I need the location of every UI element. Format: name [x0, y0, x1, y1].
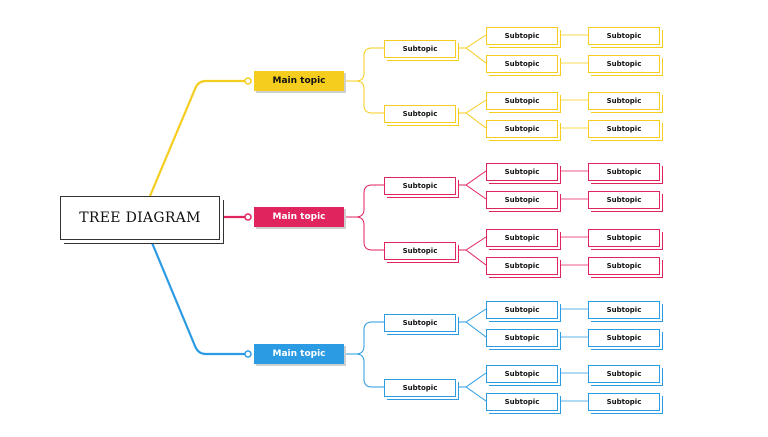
subtopic: Subtopic	[486, 120, 558, 138]
leaf-subtopic: Subtopic	[588, 329, 660, 347]
leaf-subtopic: Subtopic	[588, 301, 660, 319]
main-topic: Main topic	[254, 71, 344, 91]
subtopic: Subtopic	[486, 301, 558, 319]
connector-node-icon	[244, 213, 252, 221]
leaf-subtopic: Subtopic	[588, 229, 660, 247]
subtopic: Subtopic	[486, 163, 558, 181]
subtopic-connector	[457, 170, 487, 186]
subtopic-connector	[344, 353, 384, 388]
subtopic-connector	[457, 308, 487, 323]
leaf-subtopic: Subtopic	[588, 365, 660, 383]
subtopic-connector	[457, 249, 487, 266]
subtopic-connector	[457, 112, 487, 129]
subtopic-connector	[344, 47, 384, 82]
branch-connector	[148, 237, 248, 356]
connector-node-icon	[244, 77, 252, 85]
subtopic: Subtopic	[384, 40, 456, 58]
subtopic-connector	[457, 34, 487, 49]
subtopic-connector	[344, 216, 384, 251]
subtopic-connector	[344, 184, 384, 218]
subtopic: Subtopic	[384, 379, 456, 397]
subtopic-connector	[457, 47, 487, 64]
connector-node-icon	[244, 350, 252, 358]
subtopic: Subtopic	[486, 92, 558, 110]
subtopic: Subtopic	[486, 365, 558, 383]
leaf-subtopic: Subtopic	[588, 163, 660, 181]
subtopic: Subtopic	[486, 257, 558, 275]
subtopic: Subtopic	[384, 314, 456, 332]
subtopic: Subtopic	[486, 55, 558, 73]
main-topic: Main topic	[254, 344, 344, 364]
subtopic-connector	[457, 386, 487, 402]
subtopic-connector	[457, 184, 487, 200]
leaf-subtopic: Subtopic	[588, 27, 660, 45]
subtopic-connector	[457, 236, 487, 251]
subtopic-connector	[457, 372, 487, 388]
subtopic: Subtopic	[486, 191, 558, 209]
subtopic: Subtopic	[486, 229, 558, 247]
root-node: TREE DIAGRAM	[60, 196, 220, 240]
subtopic: Subtopic	[384, 177, 456, 195]
subtopic: Subtopic	[486, 393, 558, 411]
subtopic: Subtopic	[384, 105, 456, 123]
leaf-subtopic: Subtopic	[588, 257, 660, 275]
subtopic: Subtopic	[486, 329, 558, 347]
leaf-subtopic: Subtopic	[588, 393, 660, 411]
subtopic-connector	[457, 99, 487, 114]
subtopic-connector	[457, 321, 487, 338]
subtopic-connector	[344, 321, 384, 355]
main-topic: Main topic	[254, 207, 344, 227]
leaf-subtopic: Subtopic	[588, 191, 660, 209]
subtopic: Subtopic	[486, 27, 558, 45]
branch-connector	[148, 79, 248, 197]
subtopic-connector	[344, 80, 384, 114]
leaf-subtopic: Subtopic	[588, 55, 660, 73]
leaf-subtopic: Subtopic	[588, 120, 660, 138]
leaf-subtopic: Subtopic	[588, 92, 660, 110]
subtopic: Subtopic	[384, 242, 456, 260]
